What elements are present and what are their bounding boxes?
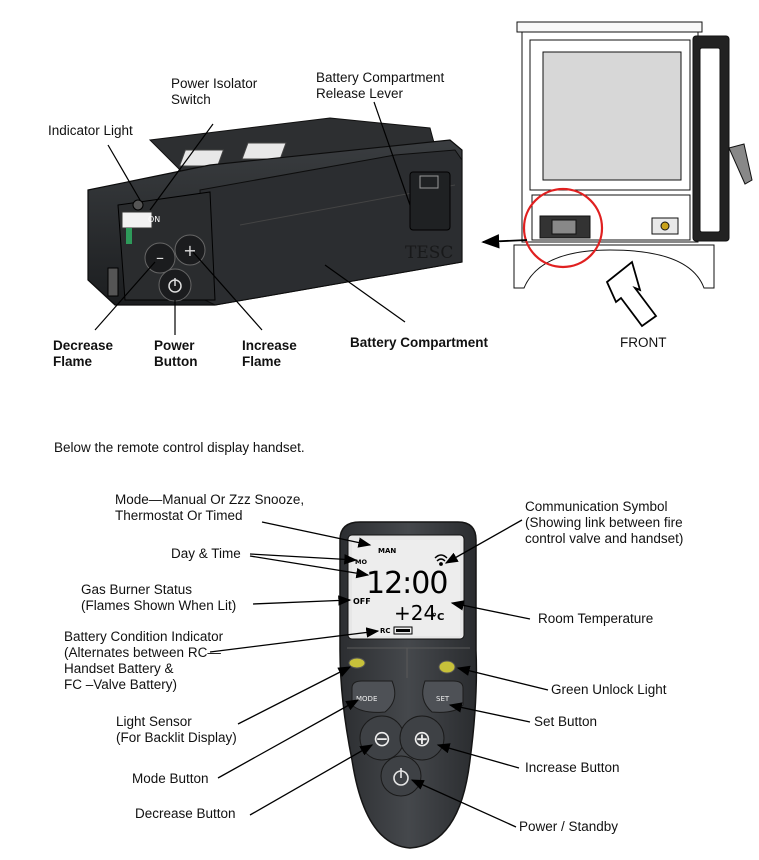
label-decrease-button: Decrease Button [135, 806, 236, 821]
handset-leader-lines [209, 519, 549, 828]
label-power-standby: Power / Standby [519, 819, 619, 834]
control-module: TESC ON – + [87, 117, 463, 306]
mode-button-label: MODE [356, 695, 377, 703]
svg-text:+: + [183, 241, 196, 260]
plus-icon: ⊕ [413, 727, 431, 752]
label-battery-compartment: Battery Compartment [350, 335, 489, 350]
front-arrow [605, 260, 658, 328]
label-front: FRONT [620, 335, 667, 350]
set-button-label: SET [436, 695, 450, 703]
display-mode: MAN [378, 547, 396, 555]
label-battery-condition: Battery Condition Indicator (Alternates … [64, 629, 224, 692]
module-location-arrow [481, 234, 528, 249]
display-battery-tag: RC [380, 627, 391, 635]
label-mode: Mode—Manual Or Zzz Snooze,Thermostat Or … [115, 492, 305, 523]
top-leader-lines [94, 101, 411, 335]
label-green-unlock-light: Green Unlock Light [551, 682, 667, 697]
minus-icon: ⊖ [373, 727, 391, 752]
display-day: MO [355, 558, 367, 566]
label-gas-burner-status: Gas Burner Status(Flames Shown When Lit) [81, 582, 237, 613]
label-increase-button: Increase Button [525, 760, 620, 775]
label-mode-button: Mode Button [132, 771, 209, 786]
label-room-temperature: Room Temperature [538, 611, 654, 626]
label-indicator-light: Indicator Light [48, 123, 133, 138]
display-burner: OFF [353, 597, 371, 606]
display-temp-unit: °C [432, 612, 444, 623]
label-day-time: Day & Time [171, 546, 241, 561]
svg-text:–: – [156, 248, 164, 267]
remote-handset [339, 521, 478, 849]
device-switch-text: ON [148, 215, 160, 224]
intro-text: Below the remote control display handset… [54, 440, 305, 455]
display-time: 12:00 [366, 566, 447, 601]
display-temp: +24 [394, 601, 436, 625]
stove-illustration [513, 21, 753, 289]
label-light-sensor: Light Sensor(For Backlit Display) [116, 714, 237, 745]
label-set-button: Set Button [534, 714, 598, 729]
device-brand: TESC [405, 243, 453, 263]
label-communication-symbol: Communication Symbol (Showing link betwe… [525, 499, 684, 546]
